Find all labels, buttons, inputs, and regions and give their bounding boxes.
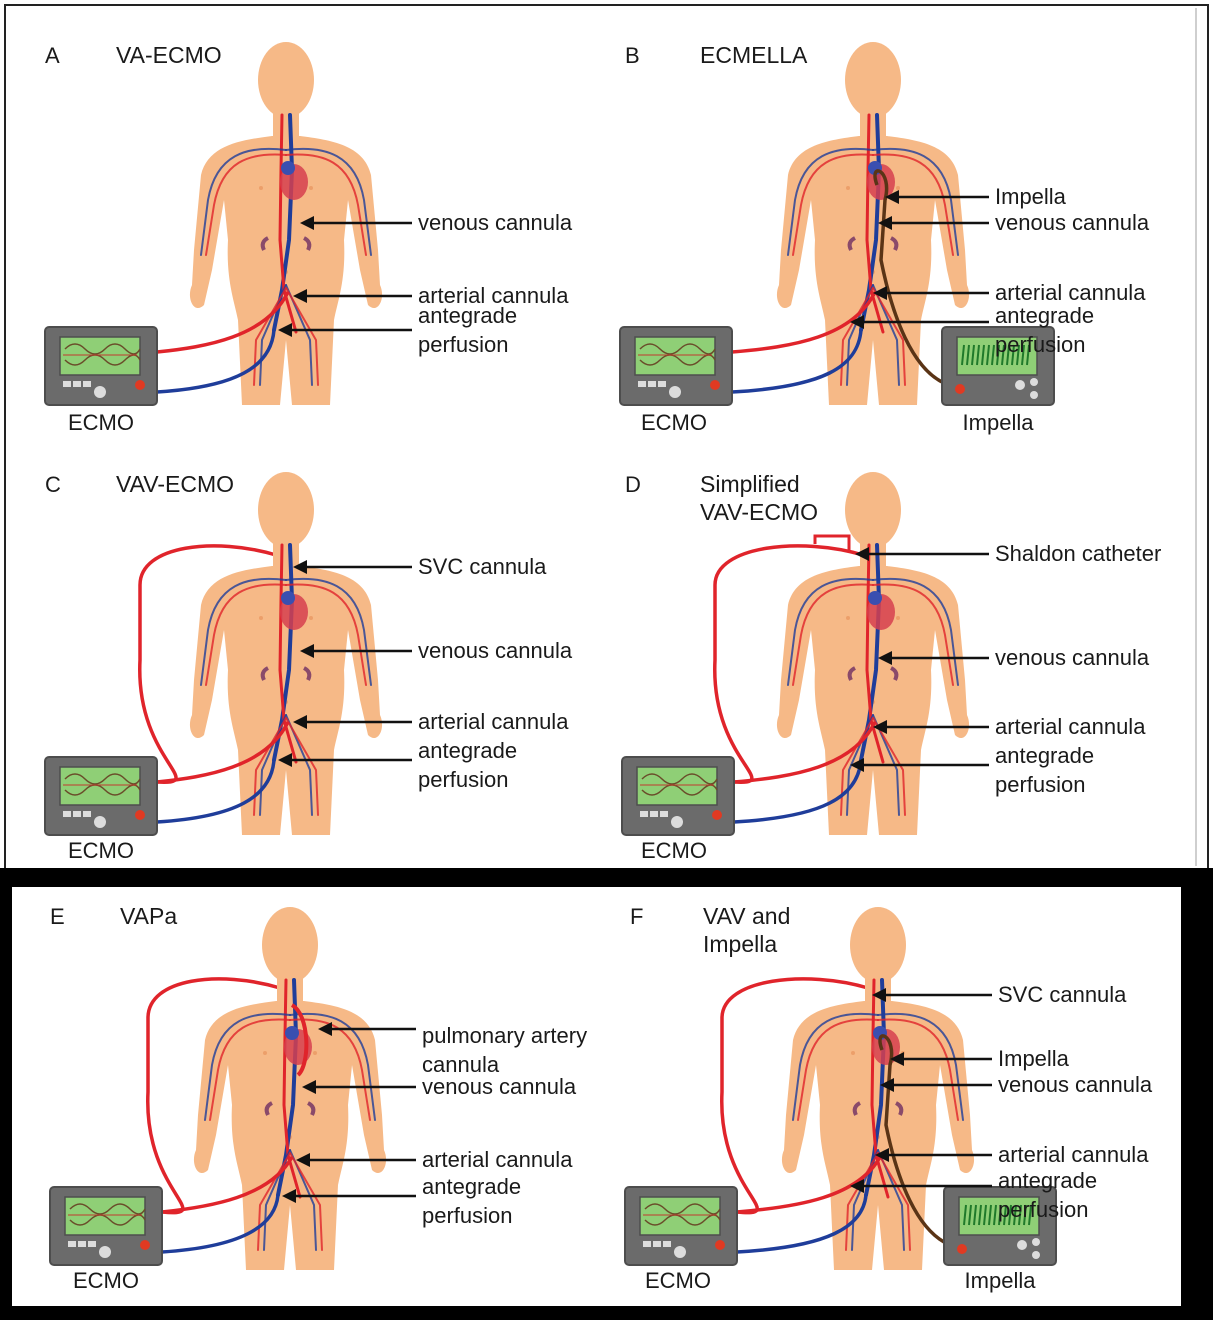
label-antegrade: antegrade xyxy=(422,1174,521,1199)
panel-title-line: VAV-ECMO xyxy=(700,499,818,525)
label-venous: venous cannula xyxy=(418,638,573,663)
ecmo-label: ECMO xyxy=(641,410,707,435)
label-impella: Impella xyxy=(998,1046,1070,1071)
label-venous: venous cannula xyxy=(998,1072,1153,1097)
label-venous: venous cannula xyxy=(418,210,573,235)
panel-letter: B xyxy=(625,43,640,68)
panel-letter: C xyxy=(45,472,61,497)
label-arterial: arterial cannula xyxy=(998,1142,1149,1167)
impella-device-label: Impella xyxy=(965,1268,1037,1293)
label-venous: venous cannula xyxy=(995,210,1150,235)
label-antegrade: perfusion xyxy=(422,1203,513,1228)
ecmo-label: ECMO xyxy=(68,410,134,435)
ecmo-console xyxy=(45,327,157,405)
ecmo-console xyxy=(45,757,157,835)
panel-title-line: VAPa xyxy=(120,903,177,929)
label-impella: Impella xyxy=(995,184,1067,209)
ecmo-label: ECMO xyxy=(641,838,707,863)
label-venous: venous cannula xyxy=(995,645,1150,670)
label-arterial: arterial cannula xyxy=(422,1147,573,1172)
panel-title-line: VAV and xyxy=(703,903,790,929)
label-antegrade: perfusion xyxy=(418,767,509,792)
panel-letter: A xyxy=(45,43,60,68)
label-pa: pulmonary artery xyxy=(422,1023,587,1048)
label-antegrade: perfusion xyxy=(418,332,509,357)
ecmo-console xyxy=(622,757,734,835)
panel-title-line: VAV-ECMO xyxy=(116,471,234,497)
ecmo-console xyxy=(625,1187,737,1265)
label-antegrade: perfusion xyxy=(995,772,1086,797)
panel-letter: F xyxy=(630,904,643,929)
ecmo-label: ECMO xyxy=(73,1268,139,1293)
label-antegrade: antegrade xyxy=(995,743,1094,768)
label-arterial: arterial cannula xyxy=(995,280,1146,305)
label-arterial: arterial cannula xyxy=(418,709,569,734)
label-antegrade: perfusion xyxy=(998,1197,1089,1222)
label-antegrade: perfusion xyxy=(995,332,1086,357)
ecmo-label: ECMO xyxy=(68,838,134,863)
panel-title-line: ECMELLA xyxy=(700,42,808,68)
panel-letter: D xyxy=(625,472,641,497)
ecmo-console xyxy=(620,327,732,405)
label-antegrade: antegrade xyxy=(998,1168,1097,1193)
label-antegrade: antegrade xyxy=(418,738,517,763)
panel-title-line: Simplified xyxy=(700,471,800,497)
label-shaldon: Shaldon catheter xyxy=(995,541,1161,566)
panel-title-line: Impella xyxy=(703,931,777,957)
ecmo-label: ECMO xyxy=(645,1268,711,1293)
label-venous: venous cannula xyxy=(422,1074,577,1099)
label-svc: SVC cannula xyxy=(418,554,547,579)
ecmo-console xyxy=(50,1187,162,1265)
label-antegrade: antegrade xyxy=(995,303,1094,328)
label-arterial: arterial cannula xyxy=(995,714,1146,739)
label-antegrade: antegrade xyxy=(418,303,517,328)
panel-letter: E xyxy=(50,904,65,929)
label-svc: SVC cannula xyxy=(998,982,1127,1007)
impella-device-label: Impella xyxy=(963,410,1035,435)
panel-title-line: VA-ECMO xyxy=(116,42,222,68)
